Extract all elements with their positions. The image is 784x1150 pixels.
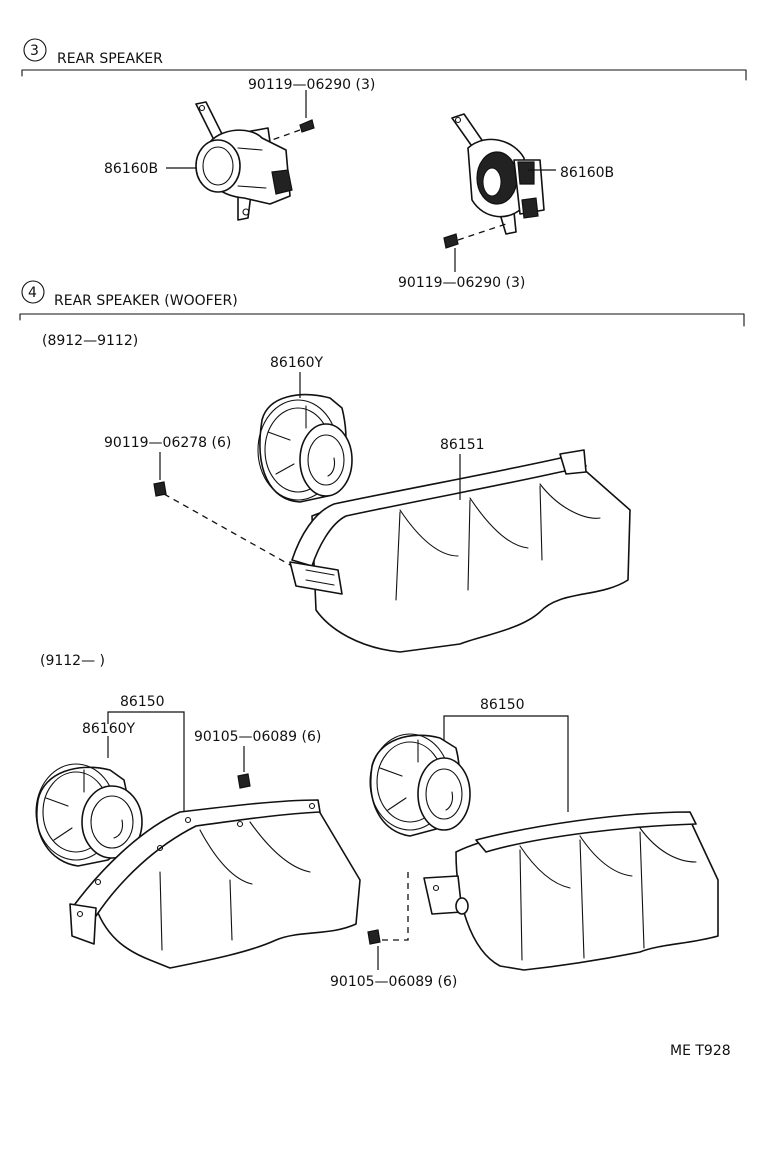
label-woofer-box-a: 86151 [440, 437, 485, 453]
bracket-line [443, 715, 569, 812]
woofer-box-a [289, 449, 631, 653]
bolt-icon [443, 223, 507, 249]
bolt-icon [237, 773, 251, 789]
label-assembly-left: 86150 [120, 694, 165, 710]
woofer-speaker-c [369, 733, 471, 837]
woofer-box-c [423, 811, 719, 971]
rear-speaker-left [195, 101, 293, 221]
bracket-line [107, 711, 185, 820]
section-3-title: REAR SPEAKER [57, 51, 163, 67]
label-woofer-speaker-b: 86160Y [82, 721, 136, 737]
label-bolt-bottom-rear: 90119—06290 (3) [398, 275, 525, 291]
woofer-speaker-a [257, 393, 353, 503]
section-3-number: 3 [30, 43, 39, 59]
section-number-circle [21, 280, 45, 304]
section-number-circle [23, 38, 47, 62]
section-4-rule [19, 313, 745, 327]
bolt-icon [271, 119, 315, 141]
section-4-title: REAR SPEAKER (WOOFER) [54, 293, 238, 309]
bolt-icon [153, 481, 293, 567]
label-woofer-bolt-a: 90119—06278 (6) [104, 435, 231, 451]
section-3-header: 3 REAR SPEAKER [21, 38, 747, 81]
label-assembly-right: 86150 [480, 697, 525, 713]
rear-speaker-right [451, 113, 545, 235]
section-4-number: 4 [28, 285, 37, 301]
label-speaker-right-rear: 86160B [560, 165, 614, 181]
bolt-icon [367, 929, 381, 945]
dashed-guide [372, 872, 409, 941]
period-first: (8912—9112) [42, 333, 138, 349]
label-speaker-left-rear: 86160B [104, 161, 158, 177]
woofer-speaker-b [35, 763, 143, 867]
period-second: (9112— ) [40, 653, 105, 669]
section-4-header: 4 REAR SPEAKER (WOOFER) [19, 280, 745, 327]
label-woofer-speaker-a: 86160Y [270, 355, 324, 371]
label-woofer-bolt-b: 90105—06089 (6) [194, 729, 321, 745]
woofer-box-b [69, 799, 361, 969]
label-bolt-top-right: 90119—06290 (3) [248, 77, 375, 93]
label-woofer-bolt-c: 90105—06089 (6) [330, 974, 457, 990]
figure-code: ME T928 [670, 1043, 731, 1059]
section-3-rule [21, 69, 747, 81]
